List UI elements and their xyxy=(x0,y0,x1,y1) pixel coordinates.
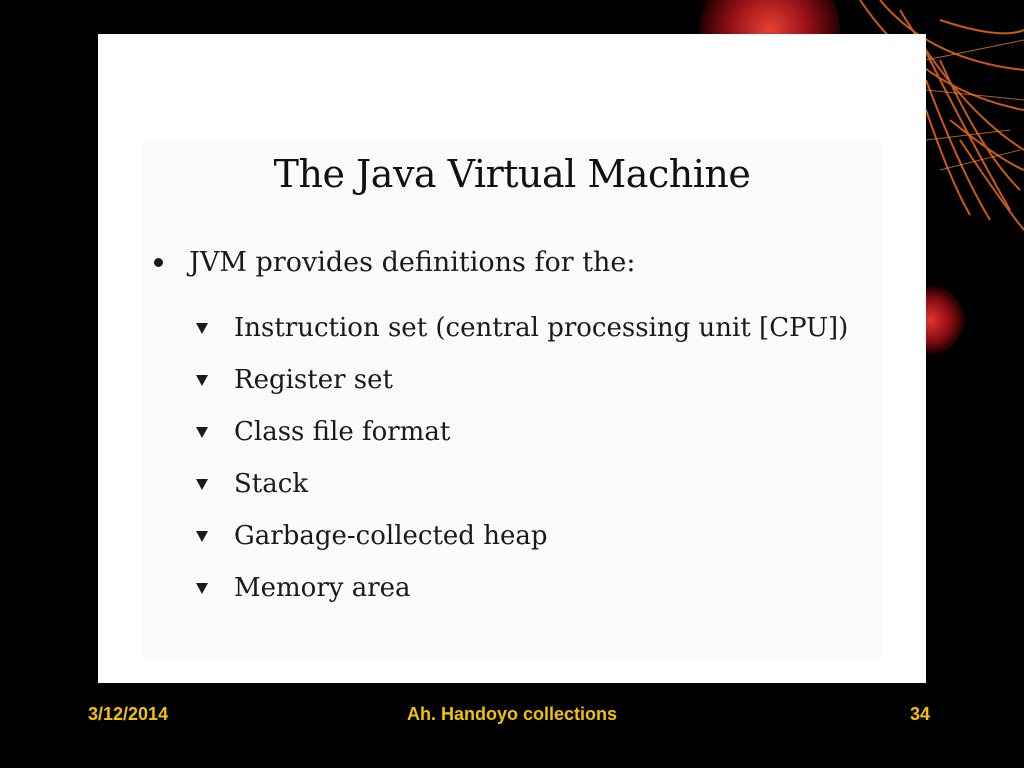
sub-item-text: Instruction set (central processing unit… xyxy=(234,313,849,343)
footer-date: 3/12/2014 xyxy=(88,704,169,724)
list-item: Register set xyxy=(194,354,848,406)
sub-item-text: Class file format xyxy=(234,417,451,447)
triangle-down-bullet-icon xyxy=(196,530,208,542)
bullet-dot-icon xyxy=(154,258,163,267)
sub-item-text: Memory area xyxy=(234,573,411,603)
slide-image-panel xyxy=(142,140,882,660)
footer-author: Ah. Handoyo collections xyxy=(406,704,618,724)
list-item: Memory area xyxy=(194,562,848,614)
triangle-down-bullet-icon xyxy=(196,582,208,594)
triangle-down-bullet-icon xyxy=(196,322,208,334)
main-bullet-item: JVM provides definitions for the: xyxy=(154,247,636,278)
triangle-down-bullet-icon xyxy=(196,374,208,386)
main-bullet-text: JVM provides definitions for the: xyxy=(189,247,636,278)
list-item: Garbage-collected heap xyxy=(194,510,848,562)
sub-bullet-list: Instruction set (central processing unit… xyxy=(194,302,848,614)
sub-item-text: Register set xyxy=(234,365,393,395)
slide-content-area: The Java Virtual Machine JVM provides de… xyxy=(98,34,926,683)
triangle-down-bullet-icon xyxy=(196,426,208,438)
slide-title: The Java Virtual Machine xyxy=(273,152,751,196)
list-item: Class file format xyxy=(194,406,848,458)
list-item: Stack xyxy=(194,458,848,510)
sub-item-text: Garbage-collected heap xyxy=(234,521,548,551)
footer-page-number: 34 xyxy=(910,704,931,724)
triangle-down-bullet-icon xyxy=(196,478,208,490)
sub-item-text: Stack xyxy=(234,469,309,499)
list-item: Instruction set (central processing unit… xyxy=(194,302,848,354)
